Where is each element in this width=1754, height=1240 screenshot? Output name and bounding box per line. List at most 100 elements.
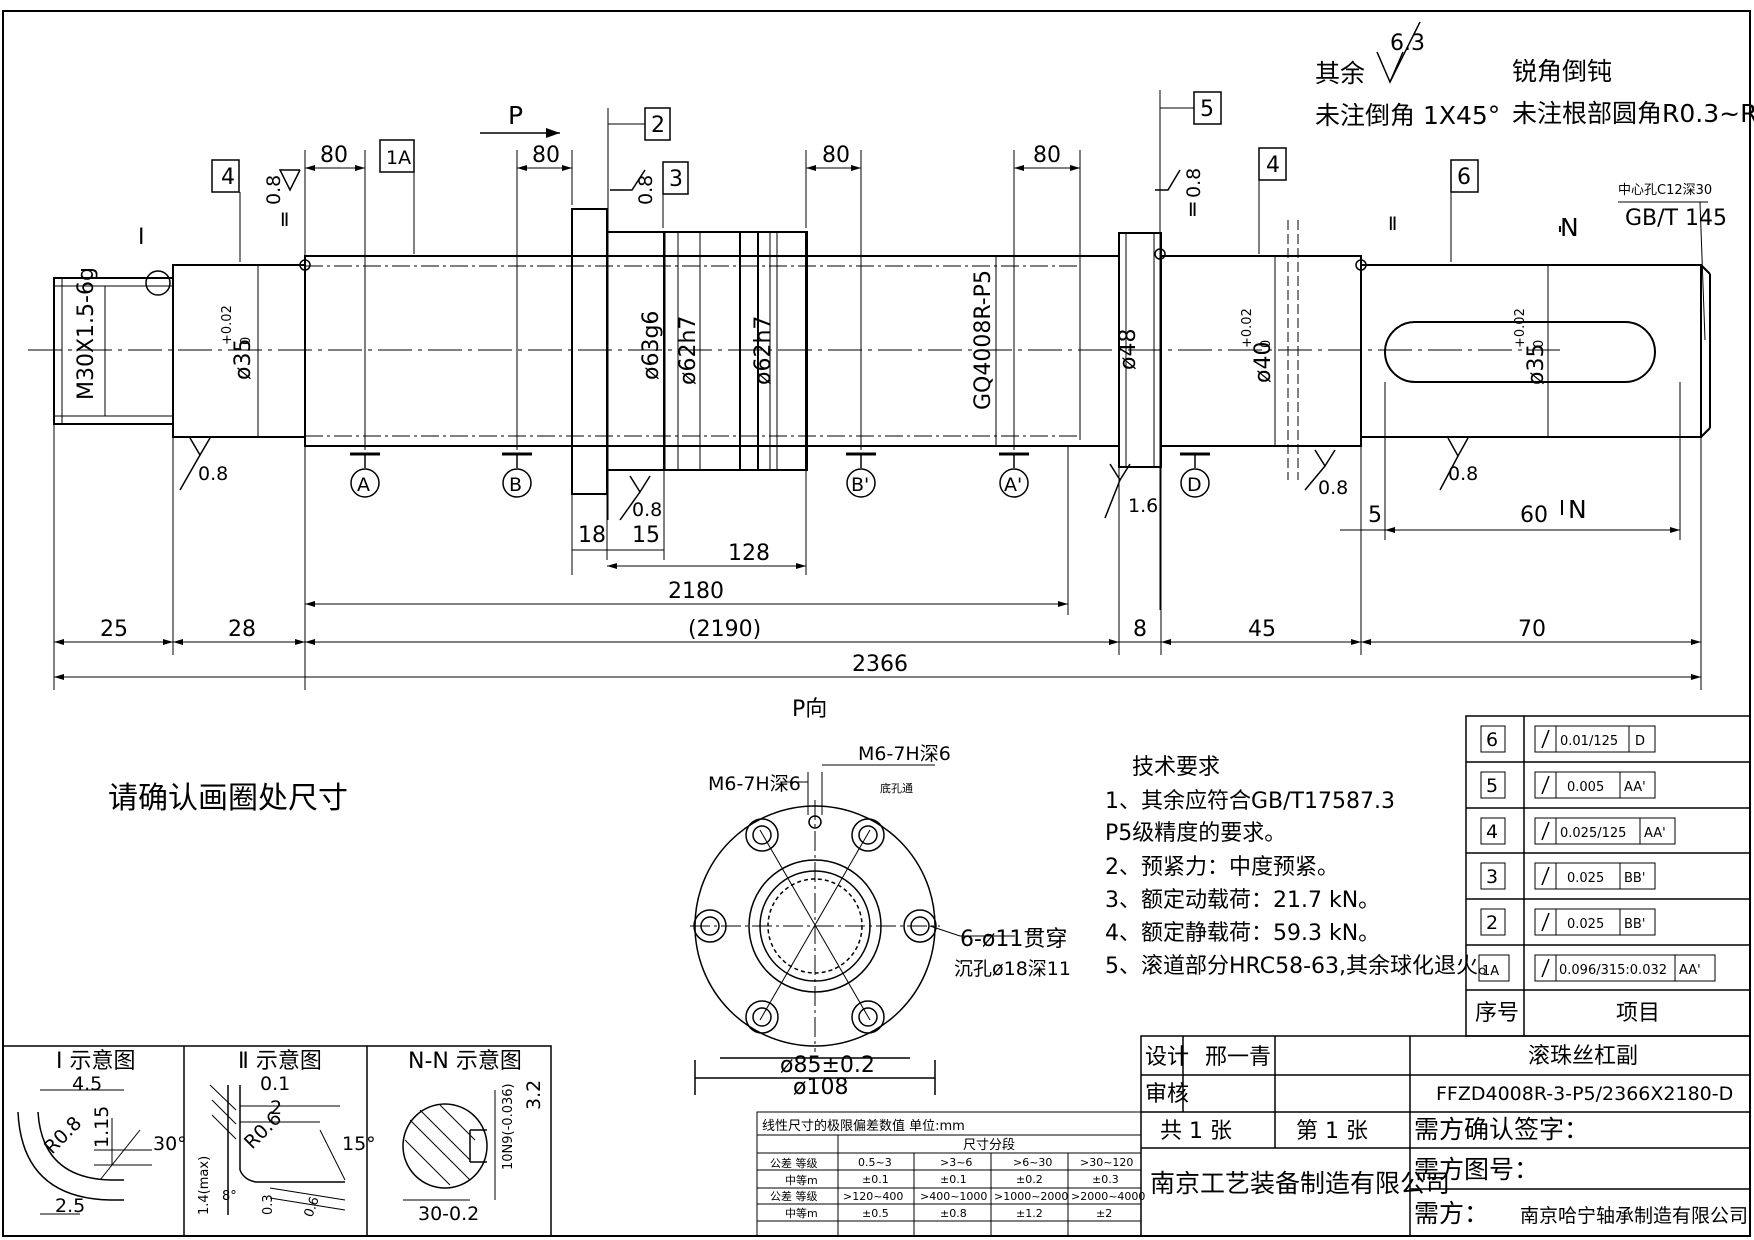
datum-B: B xyxy=(509,474,522,496)
tol-grade-2: 公差 等级 xyxy=(770,1189,818,1203)
tb-design-label: 设计 xyxy=(1145,1045,1189,1070)
dim-70: 70 xyxy=(1518,617,1546,642)
confirm-note: 请确认画圈处尺寸 xyxy=(108,781,348,816)
tol-dev-1-1: ±0.1 xyxy=(940,1173,967,1186)
dim-128: 128 xyxy=(728,541,770,566)
gdt-datum-6: D xyxy=(1635,734,1645,749)
tol-range-2-1: >400~1000 xyxy=(920,1190,987,1203)
gdt-datum-5: AA' xyxy=(1624,780,1646,795)
fillet-note: 未注根部圆角R0.3~R0.5 xyxy=(1512,99,1754,128)
tol-range-2-0: >120~400 xyxy=(843,1190,903,1203)
gdt-val-1A: 0.096/315:0.032 xyxy=(1559,963,1667,978)
gdt-col-item: 项目 xyxy=(1616,1001,1660,1026)
gdt-datum-2: BB' xyxy=(1624,917,1645,932)
tb-drawing-no: FFZD4008R-3-P5/2366X2180-D xyxy=(1436,1083,1733,1105)
dim-arrows xyxy=(54,165,1701,680)
dim-25: 25 xyxy=(100,617,128,642)
flange-holes: 6-ø11贯穿 xyxy=(960,927,1067,952)
thread-label: M30X1.5-6g xyxy=(74,267,99,400)
tb-client: 南京哈宁轴承制造有限公司 xyxy=(1520,1205,1748,1227)
detail3-drawing xyxy=(402,1090,496,1201)
tech-line-6: 5、滚道部分HRC58-63,其余球化退火。 xyxy=(1105,954,1500,979)
gdt-val-3: 0.025 xyxy=(1567,871,1604,886)
circle-II-label-2: Ⅱ xyxy=(1188,199,1197,221)
detail1-30: 30° xyxy=(153,1133,187,1155)
tech-line-1: 1、其余应符合GB/T17587.3 xyxy=(1105,789,1395,814)
dia-62h7-b: ø62h7 xyxy=(751,316,776,385)
tol-upper-1: +0.02 xyxy=(220,305,235,345)
detail3-32: 3.2 xyxy=(523,1080,545,1110)
runout-icons xyxy=(1541,729,1550,978)
gdt-val-2: 0.025 xyxy=(1567,917,1604,932)
tb-company: 南京工艺装备制造有限公司 xyxy=(1150,1169,1450,1198)
detail1-r08: R0.8 xyxy=(40,1112,86,1158)
circle-II-label-3: Ⅱ xyxy=(1388,213,1397,235)
dim-80-1: 80 xyxy=(320,143,348,168)
tol-upper-3: +0.02 xyxy=(1513,308,1528,348)
detail3-key: 10N9(-0.036) xyxy=(501,1083,516,1170)
length-dim-lines xyxy=(53,150,1702,690)
flange-d108: ø108 xyxy=(793,1075,848,1100)
section-mark-top: N xyxy=(1560,213,1579,242)
tol-dev-2-0: ±0.5 xyxy=(862,1207,889,1220)
gdt-val-5: 0.005 xyxy=(1567,780,1604,795)
tb-review-label: 审核 xyxy=(1145,1082,1189,1107)
dim-80-3: 80 xyxy=(822,143,850,168)
circle-II-label-1: Ⅱ xyxy=(280,209,289,231)
dia-63g6: ø63g6 xyxy=(639,311,664,380)
flange-m6-right: M6-7H深6 xyxy=(858,743,951,765)
tol-range-2-3: >2000~4000 xyxy=(1071,1190,1145,1203)
roughness-16: 1.6 xyxy=(1128,495,1158,517)
dim-18: 18 xyxy=(578,523,606,548)
callout-leaders xyxy=(239,90,1452,610)
detail1-115: 1.15 xyxy=(91,1106,113,1148)
tol-dev-1-3: ±0.3 xyxy=(1092,1173,1119,1186)
detail1-25: 2.5 xyxy=(55,1195,85,1217)
datum-A: A xyxy=(357,474,370,496)
detail1-45: 4.5 xyxy=(72,1073,102,1095)
dia-35-right: ø35 xyxy=(1524,344,1549,385)
tol-dev-2-3: ±2 xyxy=(1096,1207,1112,1220)
tol-grade-1: 公差 等级 xyxy=(770,1156,818,1170)
gdt-datum-3: BB' xyxy=(1624,871,1645,886)
detail2-14: 1.4(max) xyxy=(197,1156,212,1215)
dim-2366: 2366 xyxy=(852,652,908,677)
tol-range-1-1: >3~6 xyxy=(940,1156,972,1169)
detail1-title: I 示意图 xyxy=(56,1049,135,1074)
dim-45: 45 xyxy=(1248,617,1276,642)
tol-range-2-2: >1000~2000 xyxy=(994,1190,1068,1203)
detail3-title: N-N 示意图 xyxy=(408,1049,522,1074)
tech-line-3: 2、预紧力：中度预紧。 xyxy=(1105,855,1339,880)
dim-5: 5 xyxy=(1368,503,1382,528)
detail-frames xyxy=(2,1045,552,1237)
tol-lower-3: 0 xyxy=(1532,340,1547,348)
roughness-08-b: 0.8 xyxy=(635,175,657,205)
callout-5: 5 xyxy=(1200,97,1214,122)
gdt-datum-1A: AA' xyxy=(1679,963,1701,978)
flange-view-title: P向 xyxy=(792,697,827,722)
gdt-no-1A: 1A xyxy=(1482,964,1499,979)
roughness-08-a: 0.8 xyxy=(263,175,285,205)
tol-grade-value-2: 中等m xyxy=(785,1206,818,1220)
gdt-no-5: 5 xyxy=(1486,775,1498,797)
gdt-datum-4: AA' xyxy=(1644,826,1666,841)
tech-line-5: 4、额定静载荷：59.3 kN。 xyxy=(1105,921,1380,946)
gdt-col-no: 序号 xyxy=(1475,1001,1519,1026)
gdt-no-6: 6 xyxy=(1486,729,1498,751)
tol-range-1-0: 0.5~3 xyxy=(858,1156,892,1169)
flange-oil-note: 底孔通 xyxy=(880,781,913,795)
center-hole-label: 中心孔C12深30 xyxy=(1618,183,1712,198)
dim-2190: (2190) xyxy=(688,617,761,642)
gdt-no-2: 2 xyxy=(1486,912,1498,934)
detail2-8: 8° xyxy=(222,1189,237,1204)
callout-6: 6 xyxy=(1457,165,1471,190)
rest-roughness-value: 6.3 xyxy=(1390,31,1425,56)
callout-2: 2 xyxy=(651,113,665,138)
sharp-edge-note: 锐角倒钝 xyxy=(1512,57,1612,86)
detail2-01: 0.1 xyxy=(260,1073,290,1095)
roughness-08-c: 0.8 xyxy=(1183,168,1205,198)
tb-confirm-sign: 需方确认签字： xyxy=(1414,1115,1589,1144)
gdt-no-4: 4 xyxy=(1486,821,1498,843)
datum-D: D xyxy=(1187,474,1202,496)
